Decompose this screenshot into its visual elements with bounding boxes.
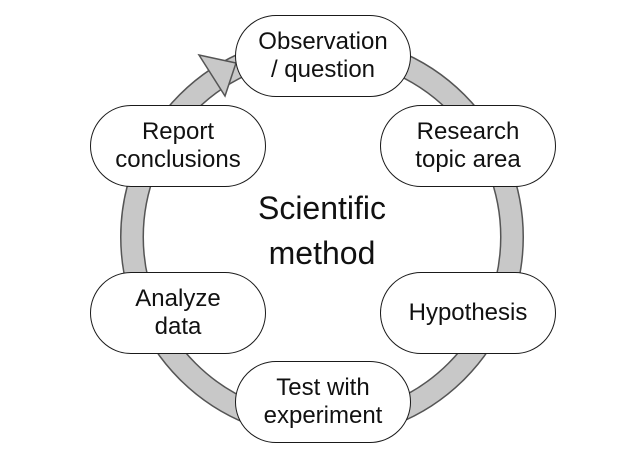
cycle-arrow-head	[197, 53, 237, 98]
step-label: Analyze data	[135, 285, 221, 340]
step-label: Observation / question	[258, 28, 388, 83]
step-hypothesis: Hypothesis	[380, 272, 556, 354]
step-observation-question: Observation / question	[235, 15, 411, 97]
step-analyze-data: Analyze data	[90, 272, 266, 354]
step-label: Hypothesis	[408, 299, 528, 326]
step-research-topic-area: Research topic area	[380, 105, 556, 187]
step-label: Report conclusions	[115, 118, 241, 173]
step-label: Research topic area	[415, 118, 521, 173]
step-label: Test with experiment	[263, 374, 383, 429]
center-title: Scientific method	[257, 190, 387, 271]
step-test-with-experiment: Test with experiment	[235, 361, 411, 443]
step-report-conclusions: Report conclusions	[90, 105, 266, 187]
